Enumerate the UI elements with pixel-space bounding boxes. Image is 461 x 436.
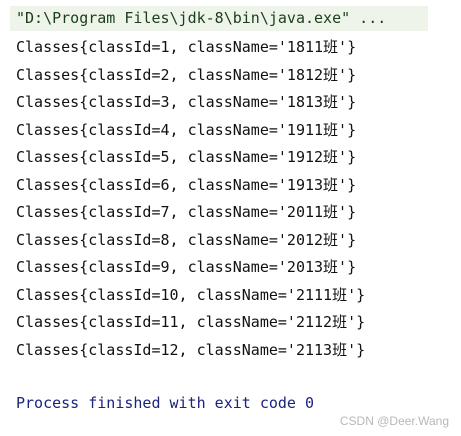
console-output-line: Classes{classId=4, className='1911班'} bbox=[16, 120, 357, 139]
console-output-line: Classes{classId=11, className='2112班'} bbox=[16, 313, 366, 331]
console-output-line: Classes{classId=12, className='2113班'} bbox=[16, 340, 366, 359]
console-output-lines: Classes{classId=1, className='1811班'} Cl… bbox=[16, 34, 365, 364]
console-output-line: Classes{classId=5, className='1912班'} bbox=[16, 148, 357, 166]
console-output-line: Classes{classId=2, className='1812班'} bbox=[16, 65, 357, 84]
console-output-line: Classes{classId=10, className='2111班'} bbox=[16, 285, 366, 304]
console-output-line: Classes{classId=9, className='2013班'} bbox=[16, 258, 357, 276]
console-output-line: Classes{classId=7, className='2011班'} bbox=[16, 203, 357, 221]
java-command-line[interactable]: "D:\Program Files\jdk-8\bin\java.exe" ..… bbox=[10, 6, 428, 31]
csdn-watermark: CSDN @Deer.Wang bbox=[339, 414, 449, 428]
console-output-line: Classes{classId=3, className='1813班'} bbox=[16, 93, 357, 111]
process-exit-message: Process finished with exit code 0 bbox=[16, 394, 315, 412]
console-output-line: Classes{classId=1, className='1811班'} bbox=[16, 38, 357, 56]
console-output-line: Classes{classId=8, className='2012班'} bbox=[16, 230, 357, 249]
console-output-line: Classes{classId=6, className='1913班'} bbox=[16, 175, 357, 194]
